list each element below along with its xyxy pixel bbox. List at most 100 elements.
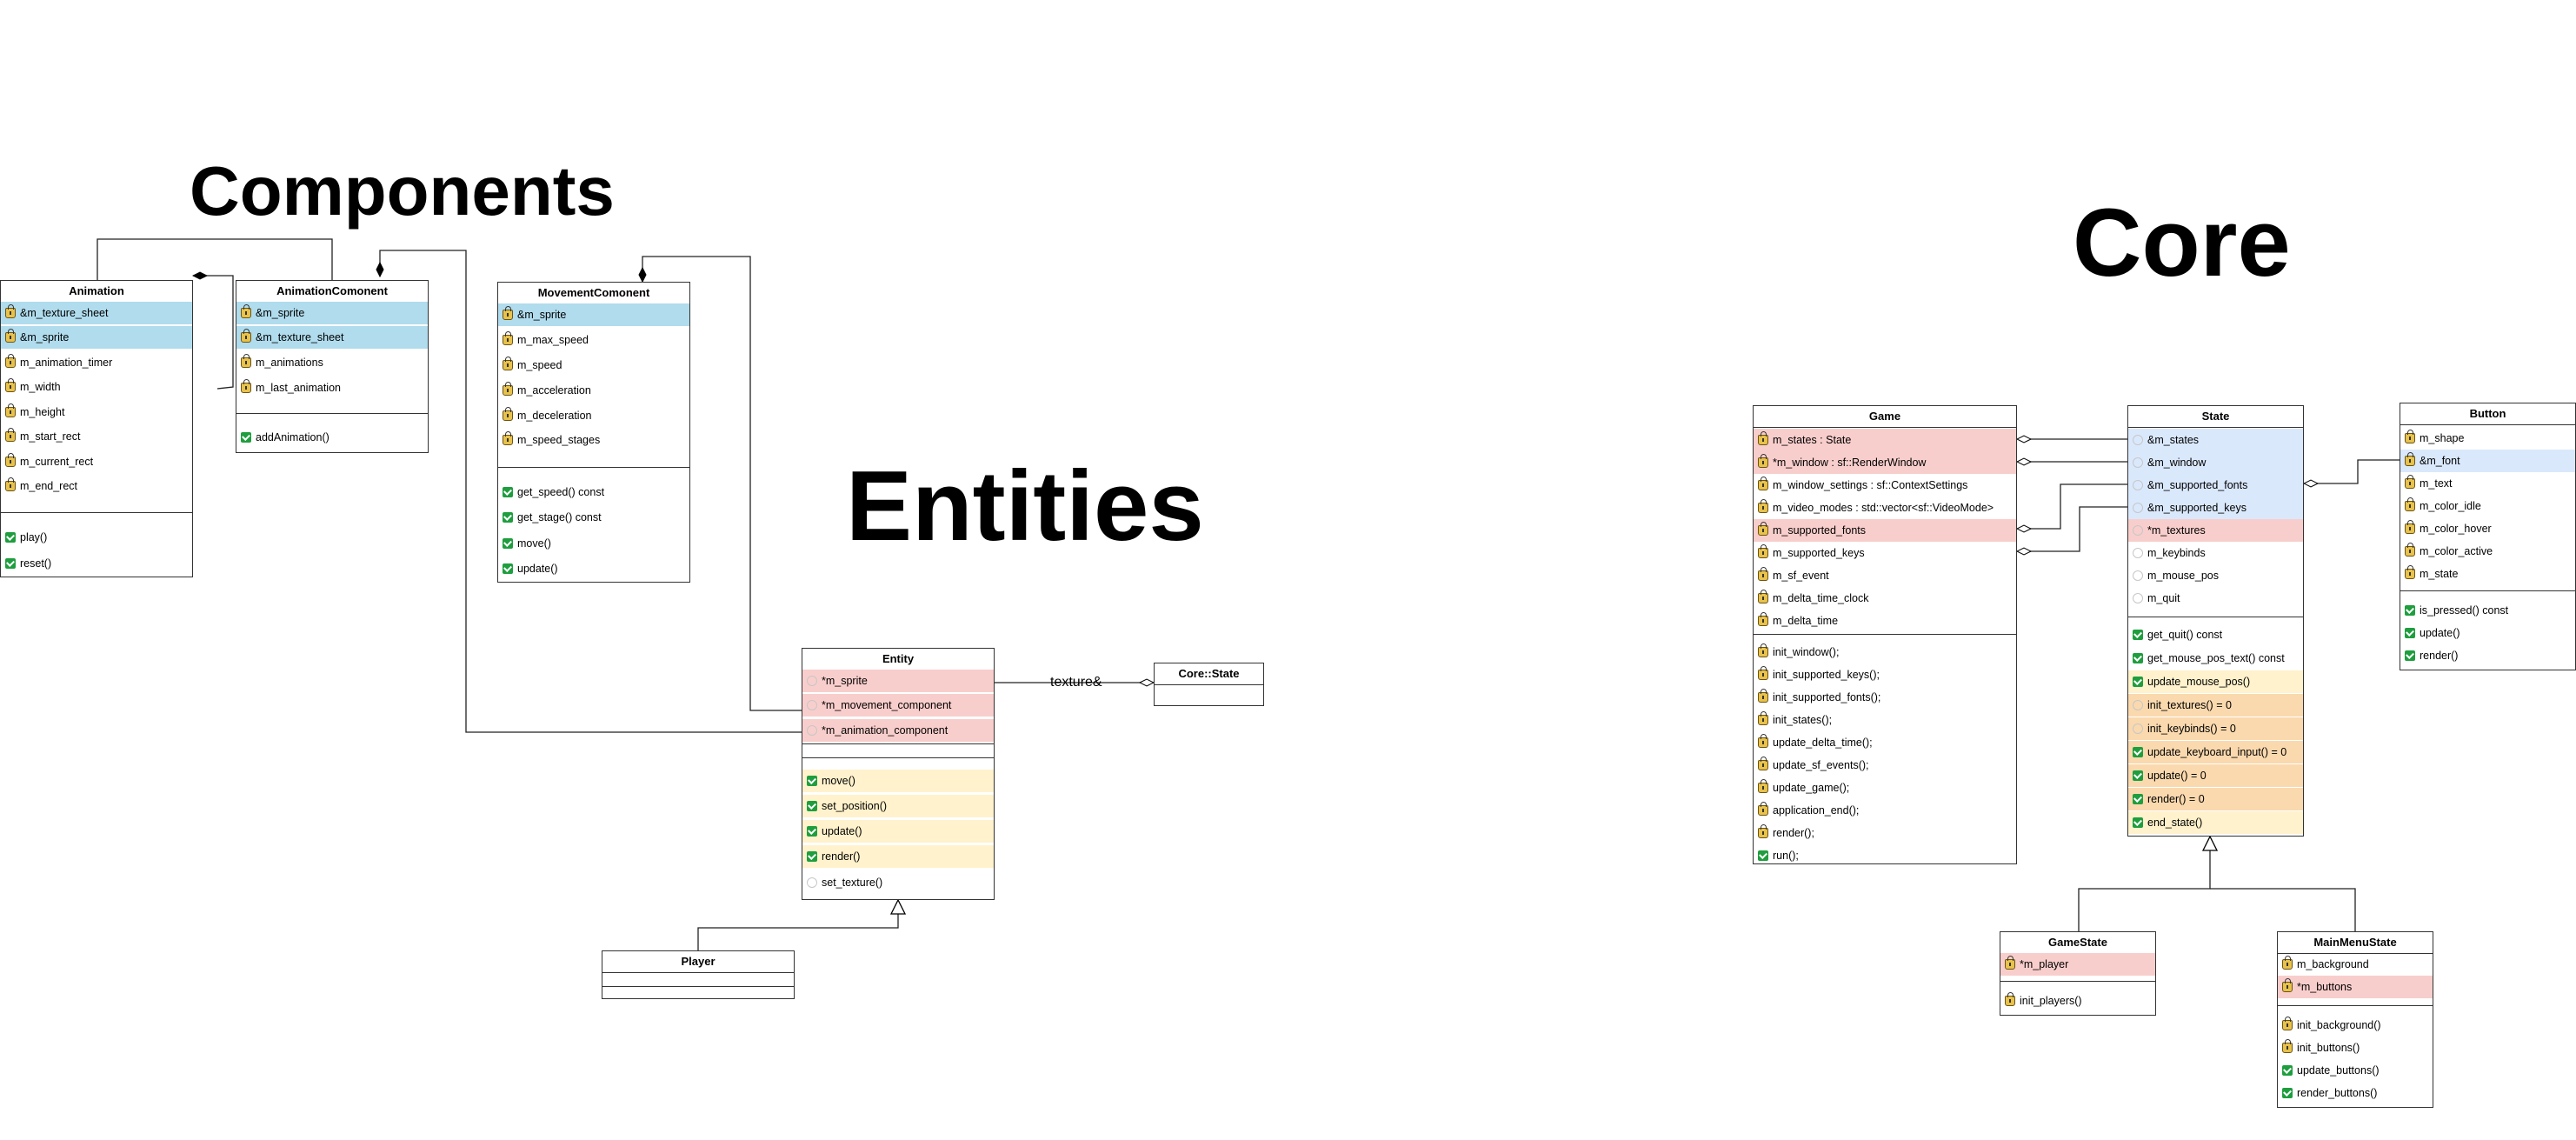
attribute-row[interactable]: m_end_rect bbox=[1, 475, 192, 497]
method-row[interactable]: move() bbox=[498, 532, 689, 555]
method-row[interactable]: play() bbox=[1, 526, 192, 549]
entity-class[interactable]: Entity *m_sprite *m_movement_component *… bbox=[802, 648, 995, 900]
game-class[interactable]: Game m_states : State *m_window : sf::Re… bbox=[1753, 405, 2017, 864]
attribute-row[interactable]: m_current_rect bbox=[1, 450, 192, 473]
attribute-row[interactable]: m_speed bbox=[498, 354, 689, 377]
attribute-row[interactable]: m_supported_keys bbox=[1754, 542, 2016, 564]
attribute-row[interactable]: m_quit bbox=[2128, 587, 2303, 610]
method-row[interactable]: update_mouse_pos() bbox=[2128, 670, 2303, 693]
animation-component-class[interactable]: AnimationComonent &m_sprite &m_texture_s… bbox=[236, 280, 429, 453]
method-row[interactable]: update_delta_time(); bbox=[1754, 731, 2016, 754]
method-row[interactable]: is_pressed() const bbox=[2400, 599, 2575, 622]
method-row[interactable]: init_buttons() bbox=[2278, 1037, 2433, 1059]
method-row[interactable]: run(); bbox=[1754, 844, 2016, 867]
lock-icon bbox=[1758, 431, 1768, 445]
attribute-row[interactable]: m_animations bbox=[236, 351, 428, 374]
method-row[interactable]: init_players() bbox=[2000, 990, 2155, 1012]
method-row[interactable]: init_window(); bbox=[1754, 641, 2016, 663]
method-row[interactable]: set_position() bbox=[802, 795, 994, 817]
attribute-row[interactable]: m_max_speed bbox=[498, 329, 689, 351]
method-row[interactable]: render() = 0 bbox=[2128, 788, 2303, 810]
attribute-row[interactable]: m_background bbox=[2278, 953, 2433, 976]
method-row[interactable]: get_stage() const bbox=[498, 506, 689, 529]
attribute-row[interactable]: m_supported_fonts bbox=[1754, 519, 2016, 542]
method-row[interactable]: get_speed() const bbox=[498, 481, 689, 503]
attribute-row[interactable]: *m_buttons bbox=[2278, 976, 2433, 998]
method-row[interactable]: reset() bbox=[1, 552, 192, 575]
method-row[interactable]: application_end(); bbox=[1754, 799, 2016, 822]
main-menu-state-class[interactable]: MainMenuState m_background *m_buttons in… bbox=[2277, 931, 2433, 1108]
method-row[interactable]: init_states(); bbox=[1754, 709, 2016, 731]
attribute-row[interactable]: m_animation_timer bbox=[1, 351, 192, 374]
method-row[interactable]: init_supported_keys(); bbox=[1754, 663, 2016, 686]
attribute-row[interactable]: *m_sprite bbox=[802, 670, 994, 692]
attribute-row[interactable]: &m_sprite bbox=[1, 326, 192, 349]
method-row[interactable]: init_keybinds() = 0 bbox=[2128, 717, 2303, 740]
method-row[interactable]: update_sf_events(); bbox=[1754, 754, 2016, 777]
attribute-row[interactable]: m_window_settings : sf::ContextSettings bbox=[1754, 474, 2016, 497]
method-row[interactable]: update() bbox=[498, 557, 689, 580]
attribute-row[interactable]: m_last_animation bbox=[236, 377, 428, 399]
method-row[interactable]: end_state() bbox=[2128, 811, 2303, 834]
lock-icon bbox=[503, 382, 513, 396]
attribute-row[interactable]: *m_movement_component bbox=[802, 694, 994, 717]
attribute-row[interactable]: m_acceleration bbox=[498, 379, 689, 402]
game-state-class[interactable]: GameState *m_player init_players() bbox=[2000, 931, 2156, 1016]
attribute-row[interactable]: *m_textures bbox=[2128, 519, 2303, 542]
method-row[interactable]: render() bbox=[802, 845, 994, 868]
attribute-row[interactable]: &m_texture_sheet bbox=[1, 302, 192, 324]
attribute-row[interactable]: m_start_rect bbox=[1, 425, 192, 448]
method-row[interactable]: init_textures() = 0 bbox=[2128, 694, 2303, 717]
attribute-row[interactable]: m_mouse_pos bbox=[2128, 564, 2303, 587]
method-row[interactable]: init_supported_fonts(); bbox=[1754, 686, 2016, 709]
method-row[interactable]: render(); bbox=[1754, 822, 2016, 844]
method-row[interactable]: update() bbox=[2400, 622, 2575, 644]
attribute-row[interactable]: m_delta_time bbox=[1754, 610, 2016, 632]
attribute-row[interactable]: m_color_idle bbox=[2400, 495, 2575, 517]
attribute-row[interactable]: &m_states bbox=[2128, 429, 2303, 451]
attribute-row[interactable]: m_height bbox=[1, 401, 192, 423]
method-row[interactable]: addAnimation() bbox=[236, 426, 428, 449]
attribute-row[interactable]: m_shape bbox=[2400, 427, 2575, 450]
attribute-row[interactable]: m_states : State bbox=[1754, 429, 2016, 451]
attribute-row[interactable]: &m_window bbox=[2128, 451, 2303, 474]
state-class[interactable]: State &m_states &m_window &m_supported_f… bbox=[2127, 405, 2304, 837]
attribute-row[interactable]: m_sf_event bbox=[1754, 564, 2016, 587]
attribute-row[interactable]: *m_animation_component bbox=[802, 719, 994, 742]
method-row[interactable]: update_game(); bbox=[1754, 777, 2016, 799]
player-class[interactable]: Player bbox=[602, 950, 795, 999]
attribute-row[interactable]: m_text bbox=[2400, 472, 2575, 495]
attribute-row[interactable]: *m_window : sf::RenderWindow bbox=[1754, 451, 2016, 474]
attribute-row[interactable]: m_video_modes : std::vector<sf::VideoMod… bbox=[1754, 497, 2016, 519]
method-row[interactable]: set_texture() bbox=[802, 871, 994, 894]
attribute-row[interactable]: *m_player bbox=[2000, 953, 2155, 976]
attribute-row[interactable]: m_state bbox=[2400, 563, 2575, 585]
method-row[interactable]: render_buttons() bbox=[2278, 1082, 2433, 1104]
attribute-row[interactable]: m_keybinds bbox=[2128, 542, 2303, 564]
attribute-row[interactable]: &m_sprite bbox=[236, 302, 428, 324]
attribute-row[interactable]: &m_sprite bbox=[498, 303, 689, 326]
attribute-row[interactable]: &m_supported_fonts bbox=[2128, 474, 2303, 497]
method-row[interactable]: move() bbox=[802, 770, 994, 792]
method-row[interactable]: get_mouse_pos_text() const bbox=[2128, 647, 2303, 670]
method-row[interactable]: render() bbox=[2400, 644, 2575, 667]
button-class[interactable]: Button m_shape &m_font m_text m_color_id… bbox=[2400, 403, 2576, 670]
core-state-class[interactable]: Core::State bbox=[1154, 663, 1264, 706]
animation-class[interactable]: Animation &m_texture_sheet &m_sprite m_a… bbox=[0, 280, 193, 577]
method-row[interactable]: init_background() bbox=[2278, 1014, 2433, 1037]
method-row[interactable]: update() bbox=[802, 820, 994, 843]
method-row[interactable]: update() = 0 bbox=[2128, 764, 2303, 787]
method-row[interactable]: update_buttons() bbox=[2278, 1059, 2433, 1082]
movement-component-class[interactable]: MovementComonent &m_sprite m_max_speed m… bbox=[497, 282, 690, 583]
attribute-row[interactable]: m_color_hover bbox=[2400, 517, 2575, 540]
attribute-row[interactable]: m_deceleration bbox=[498, 404, 689, 427]
method-row[interactable]: get_quit() const bbox=[2128, 623, 2303, 646]
method-row[interactable]: update_keyboard_input() = 0 bbox=[2128, 741, 2303, 763]
attribute-row[interactable]: m_speed_stages bbox=[498, 429, 689, 451]
attribute-row[interactable]: &m_supported_keys bbox=[2128, 497, 2303, 519]
attribute-row[interactable]: &m_texture_sheet bbox=[236, 326, 428, 349]
attribute-row[interactable]: &m_font bbox=[2400, 450, 2575, 472]
attribute-row[interactable]: m_width bbox=[1, 376, 192, 398]
attribute-row[interactable]: m_color_active bbox=[2400, 540, 2575, 563]
attribute-row[interactable]: m_delta_time_clock bbox=[1754, 587, 2016, 610]
